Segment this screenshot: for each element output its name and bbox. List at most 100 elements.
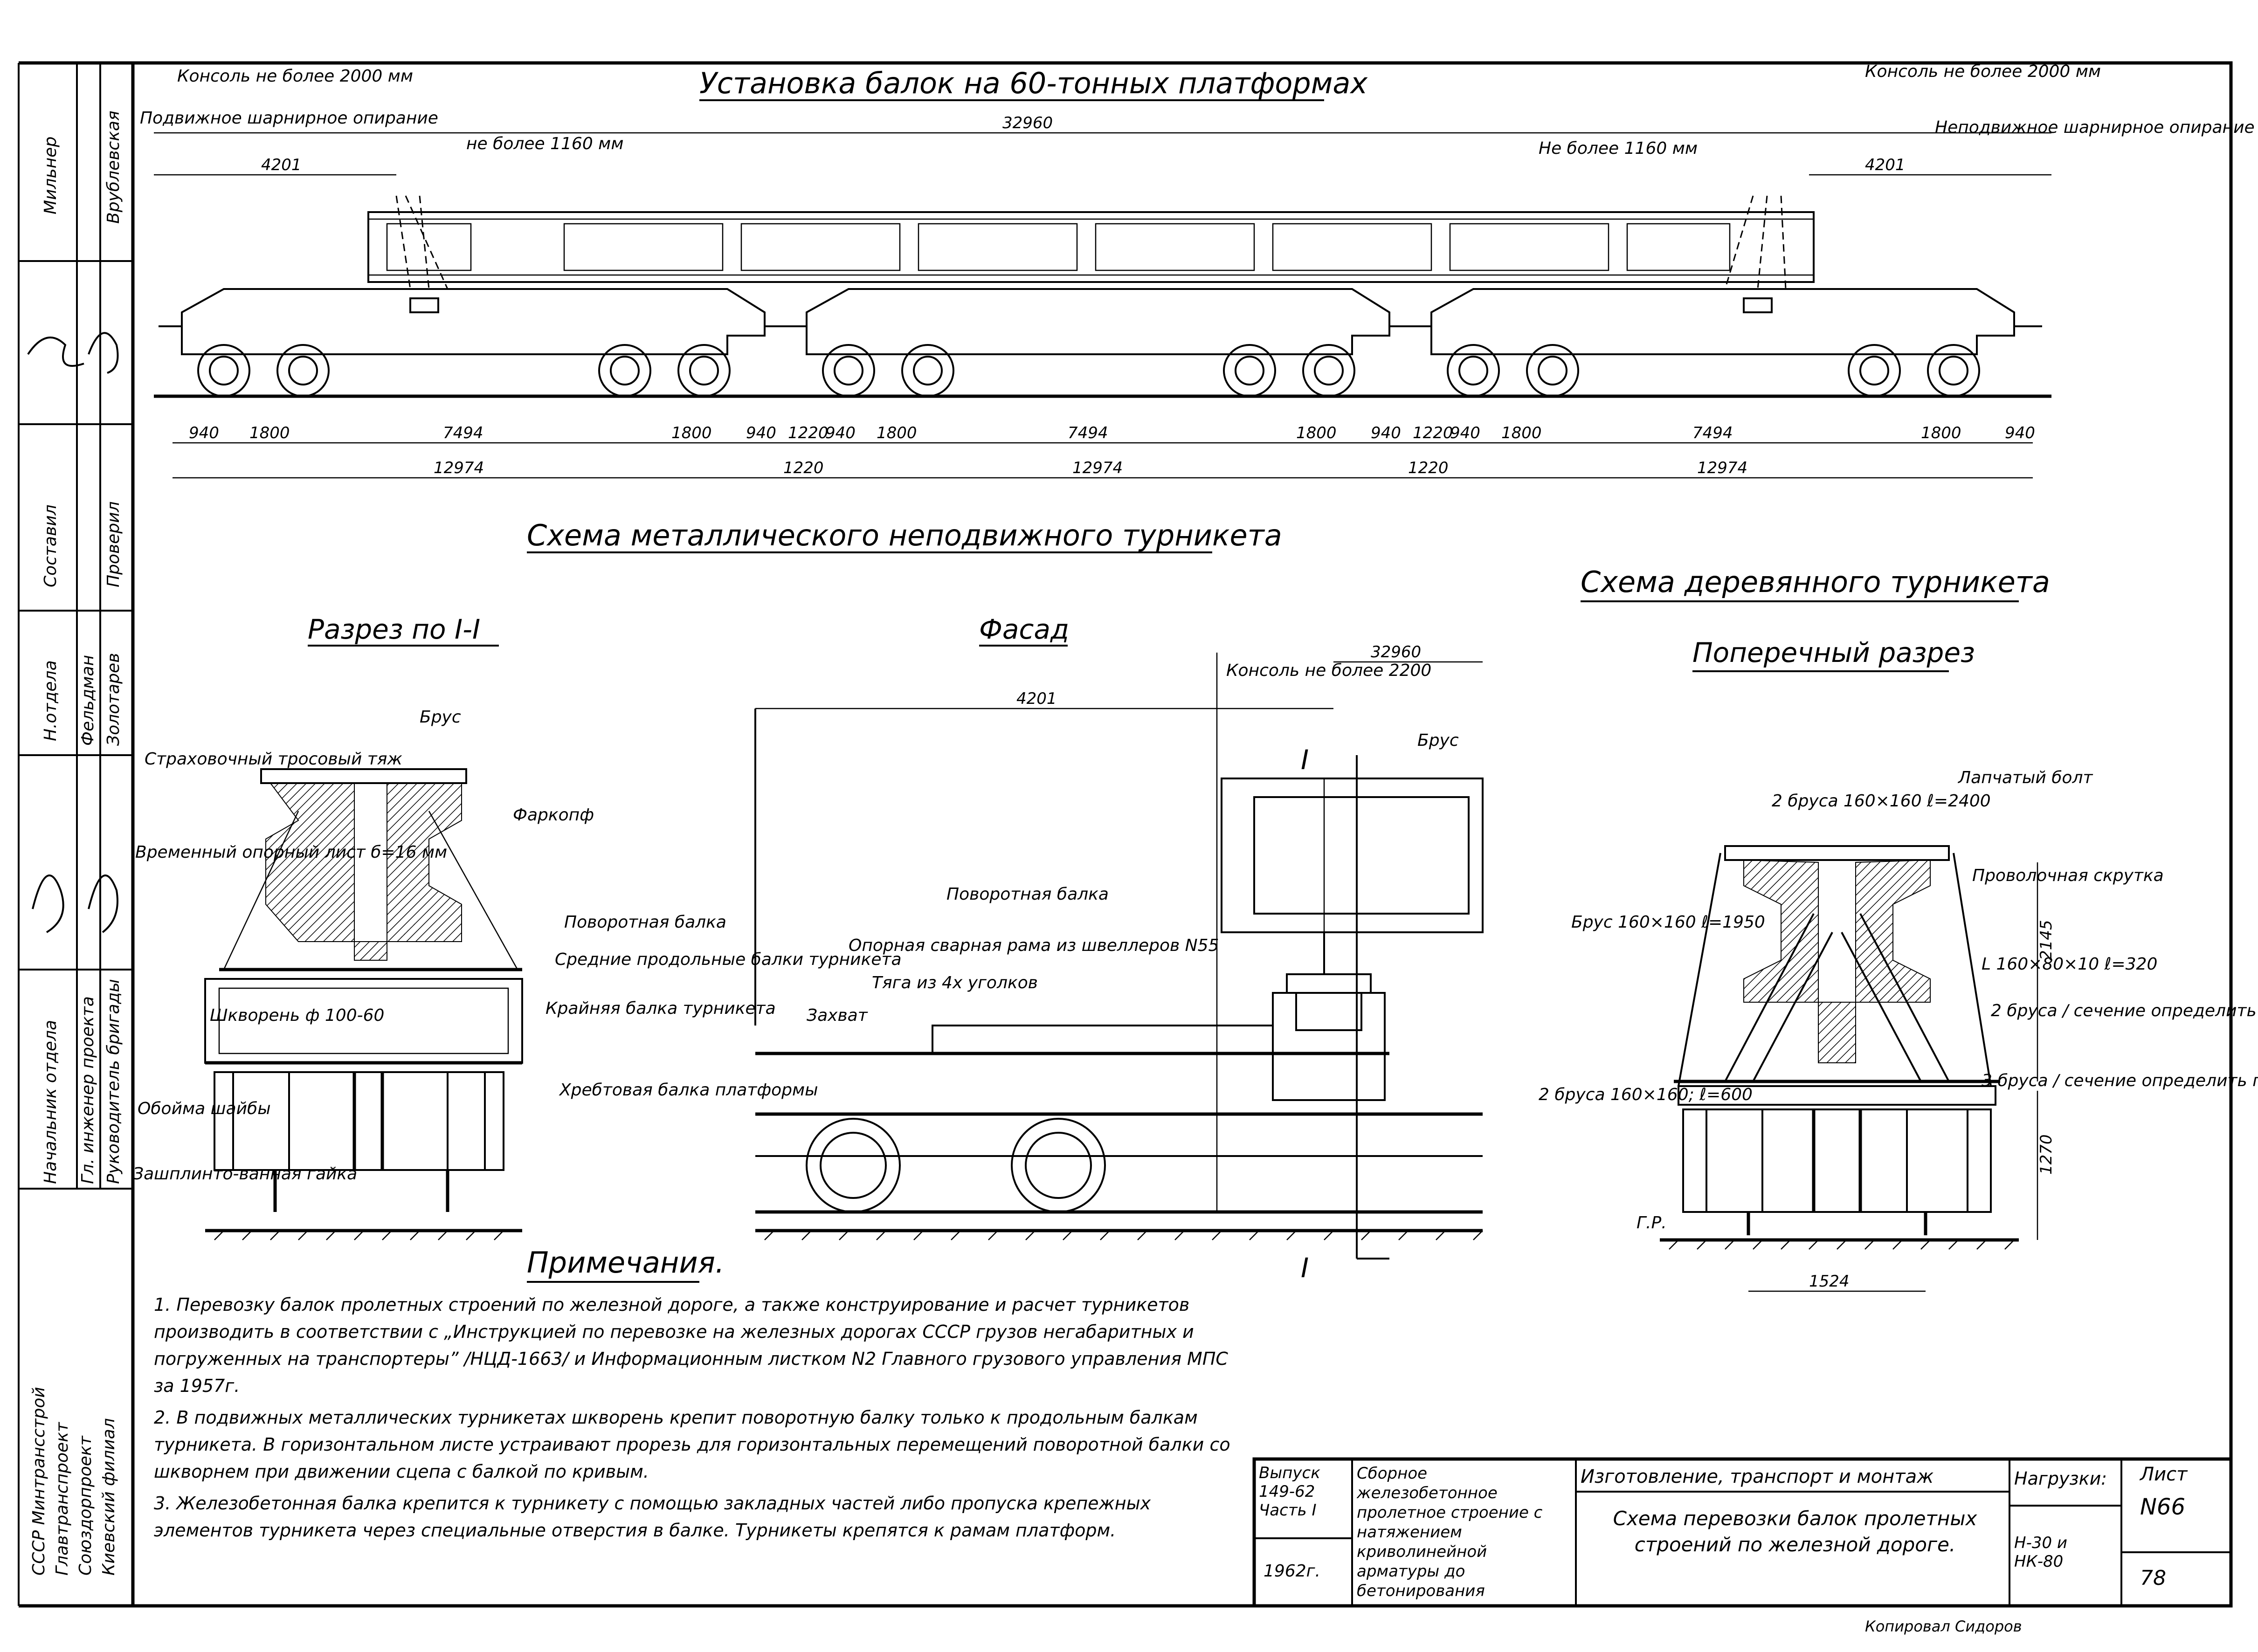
wood-label-bolt: Лапчатый болт bbox=[1957, 768, 2093, 787]
wood-label-wire: Проволочная скрутка bbox=[1972, 866, 2164, 885]
stamp-checked: Проверил bbox=[104, 501, 123, 587]
org-1: СССР Минтрансстрой bbox=[29, 1387, 48, 1576]
wood-dim-1270: 1270 bbox=[2037, 1134, 2056, 1175]
section-label-nut: Зашплинто-ванная гайка bbox=[133, 1164, 357, 1184]
section-label-edge-beam: Крайняя балка турникета bbox=[546, 999, 776, 1018]
facade-dim-32960: 32960 bbox=[1371, 643, 1421, 661]
wood-dim-1524: 1524 bbox=[1809, 1272, 1850, 1291]
org-3: Союздорпроект bbox=[76, 1435, 95, 1576]
section-label-swivel: Поворотная балка bbox=[564, 913, 726, 932]
beam bbox=[367, 211, 1815, 283]
stamp-name-1: Мильнер bbox=[41, 137, 60, 214]
side-stamp: Мильнер Врублевская Составил Проверил Н.… bbox=[18, 63, 133, 1606]
section-label-mid-beams: Средние продольные балки турникета bbox=[555, 950, 902, 969]
tb-year: 1962г. bbox=[1264, 1562, 1320, 1581]
dim-total-length: 32960 bbox=[1002, 114, 1053, 132]
tb-drawing-name: Схема перевозки балок пролетных строений… bbox=[1613, 1507, 1977, 1556]
facade-label-rod: Тяга из 4х уголков bbox=[872, 973, 1038, 992]
dim-row1-16: 940 bbox=[2005, 424, 2035, 442]
dim-left-overhang: 4201 bbox=[261, 156, 302, 174]
facade-console: Консоль не более 2200 bbox=[1226, 661, 1431, 680]
dim-row1-1: 1800 bbox=[249, 424, 290, 442]
right-support-label: Неподвижное шарнирное опирание bbox=[1935, 118, 2255, 137]
org-4: Киевский филиал bbox=[99, 1418, 118, 1576]
note-1: 1. Перевозку балок пролетных строений по… bbox=[154, 1294, 1228, 1396]
cross-section-title: Поперечный разрез bbox=[1692, 637, 1975, 668]
title-block bbox=[1252, 1457, 2233, 1608]
facade-labels: Брус Поворотная балка Опорная сварная ра… bbox=[807, 731, 1459, 1284]
tb-structure: Сборное железобетонное пролетное строени… bbox=[1357, 1464, 1543, 1600]
note-3: 3. Железобетонная балка крепится к турни… bbox=[154, 1493, 1151, 1541]
dim-row2-1: 1220 bbox=[783, 459, 824, 477]
dim-row1-13: 1800 bbox=[1501, 424, 1542, 442]
tb-sheet-label: Лист bbox=[2140, 1464, 2188, 1485]
dim-row2-0: 12974 bbox=[434, 459, 484, 477]
elevation-annotations: 32960 4201 4201 Консоль не более 2000 мм… bbox=[140, 62, 2255, 479]
wood-label-2-bars: 2 бруса / сечение определить по расчету/ bbox=[1991, 1001, 2258, 1020]
metal-turnstile-title: Схема металлического неподвижного турник… bbox=[527, 518, 1282, 552]
facade-label-frame: Опорная сварная рама из швеллеров N55 bbox=[849, 936, 1219, 955]
facade-drawing: 4201 32960 Консоль не более 2200 bbox=[754, 643, 1484, 1260]
dim-row1-0: 940 bbox=[189, 424, 219, 442]
wooden-turnstile-title: Схема деревянного турникета bbox=[1581, 565, 2050, 599]
tb-section-name: Изготовление, транспорт и монтаж bbox=[1581, 1466, 1934, 1487]
stamp-name-3: Фельдман bbox=[78, 655, 97, 746]
stamp-dept-head: Н.отдела bbox=[41, 660, 60, 741]
platform-1 bbox=[159, 288, 793, 397]
tb-issue: Выпуск 149-62 Часть I bbox=[1259, 1464, 1320, 1520]
dim-row2-3: 1220 bbox=[1408, 459, 1449, 477]
wood-label-rail-head: Г.Р. bbox=[1637, 1213, 1667, 1232]
tb-footer: Копировал Сидоров bbox=[1865, 1618, 2022, 1635]
stamp-name-2: Врублевская bbox=[104, 110, 123, 224]
tb-loads-value: Н-30 и НК-80 bbox=[2014, 1534, 2068, 1571]
notes: 1. Перевозку балок пролетных строений по… bbox=[154, 1291, 1240, 1544]
section-mark-top: I bbox=[1301, 744, 1309, 776]
section-mark-bottom: I bbox=[1301, 1252, 1309, 1284]
section-label-spine: Хребтовая балка платформы bbox=[559, 1081, 818, 1100]
section-label-plate: Временный опорный лист б=16 мм bbox=[135, 843, 447, 862]
facade-dim-4201: 4201 bbox=[1016, 689, 1057, 708]
platforms-elevation bbox=[154, 195, 2051, 398]
wood-label-angle: L 160×80×10 ℓ=320 bbox=[1982, 955, 2157, 974]
dim-row1-15: 1800 bbox=[1921, 424, 1961, 442]
dim-row1-3: 1800 bbox=[671, 424, 712, 442]
section-labels: Брус Страховочный тросовый тяж Фаркопф В… bbox=[133, 708, 902, 1184]
signature-2 bbox=[88, 332, 119, 374]
section-label-washer: Обойма шайбы bbox=[138, 1099, 271, 1118]
org-2: Главтранспроект bbox=[53, 1422, 72, 1576]
section-label-tie: Страховочный тросовый тяж bbox=[145, 750, 402, 769]
dim-row1-11: 1220 bbox=[1413, 424, 1453, 442]
notes-title: Примечания. bbox=[527, 1246, 725, 1280]
right-console-label: Консоль не более 2000 мм bbox=[1865, 62, 2101, 81]
dim-row2-4: 12974 bbox=[1697, 459, 1747, 477]
tb-loads-label: Нагрузки: bbox=[2014, 1468, 2107, 1489]
stamp-role-2: Гл. инженер проекта bbox=[78, 996, 97, 1184]
left-support-label: Подвижное шарнирное опирание bbox=[140, 109, 438, 128]
platform-3 bbox=[1417, 288, 2042, 397]
wood-dim-2145: 2145 bbox=[2037, 920, 2056, 960]
tb-page: 78 bbox=[2140, 1566, 2166, 1590]
wooden-labels: Лапчатый болт 2 бруса 160×160 ℓ=2400 Про… bbox=[1539, 768, 2258, 1291]
dim-row1-9: 1800 bbox=[1296, 424, 1337, 442]
left-max-label: не более 1160 мм bbox=[466, 134, 623, 153]
section-label-farkopf: Фаркопф bbox=[513, 805, 594, 825]
facade-label-grip: Захват bbox=[807, 1006, 868, 1025]
wood-label-3-bars: 3 бруса / сечение определить по расчету/ bbox=[1982, 1071, 2258, 1090]
wood-label-top-bars: 2 бруса 160×160 ℓ=2400 bbox=[1772, 792, 1991, 811]
right-max-label: Не более 1160 мм bbox=[1539, 139, 1698, 158]
main-title: Установка балок на 60-тонных платформах bbox=[699, 66, 1368, 100]
wood-label-brace: Брус 160×160 ℓ=1950 bbox=[1571, 913, 1765, 932]
dim-row1-8: 7494 bbox=[1068, 424, 1108, 442]
signature-1 bbox=[27, 337, 84, 367]
facade-title: Фасад bbox=[979, 613, 1069, 645]
platform-2 bbox=[793, 288, 1417, 397]
facade-label-bar: Брус bbox=[1417, 731, 1459, 750]
dim-row2-2: 12974 bbox=[1072, 459, 1123, 477]
stamp-role-3: Руководитель бригады bbox=[104, 979, 123, 1184]
section-label-bar: Брус bbox=[420, 708, 461, 727]
signature-3 bbox=[32, 874, 64, 933]
left-console-label: Консоль не более 2000 мм bbox=[177, 67, 413, 86]
tb-sheet-number: N66 bbox=[2140, 1494, 2185, 1520]
dim-row1-5: 1220 bbox=[788, 424, 829, 442]
